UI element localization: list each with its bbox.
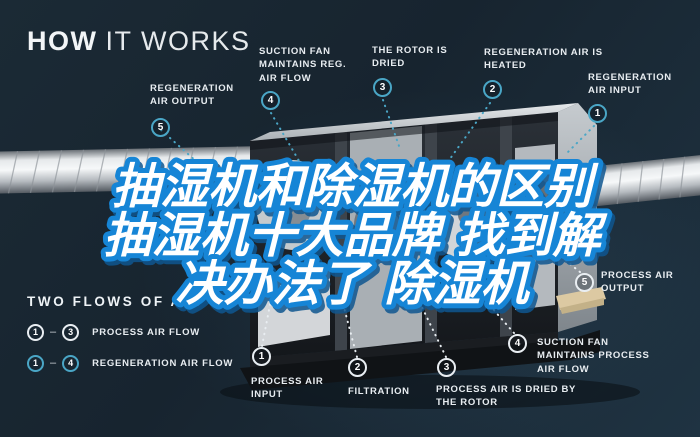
badge-number: 1: [258, 351, 265, 362]
callout-badge-process-2: 2: [348, 358, 367, 377]
callout-badge-regen-3: 3: [373, 78, 392, 97]
callout-badge-regen-1: 1: [588, 104, 607, 123]
badge-number: 2: [354, 362, 361, 373]
callout-badge-regen-4: 4: [261, 91, 280, 110]
badge-number: 2: [489, 84, 496, 95]
callout-badge-process-4: 4: [508, 334, 527, 353]
legend-heading: TWO FLOWS OF AIR: [27, 294, 202, 309]
badge-number: 1: [32, 327, 38, 337]
legend-label-regeneration-air-flow: REGENERATION AIR FLOW: [92, 357, 234, 369]
badge-number: 3: [443, 362, 450, 373]
callout-label-process-air-input: PROCESS AIR INPUT: [251, 376, 324, 401]
legend-row-regeneration: 1 – 4 REGENERATION AIR FLOW: [27, 354, 233, 372]
badge-number: 4: [68, 358, 74, 368]
legend-two-flows: TWO FLOWS OF AIR 1 – 3 PROCESS AIR FLOW …: [27, 294, 233, 385]
legend-badge-to: 3: [62, 323, 80, 341]
headline-line-1: 抽湿机和除湿机的区别: [112, 159, 599, 215]
badge-number: 1: [32, 358, 38, 368]
left-duct: [0, 146, 255, 194]
legend-row-process: 1 – 3 PROCESS AIR FLOW: [27, 323, 233, 341]
callout-label-regeneration-air-input: REGENERATION AIR INPUT: [588, 72, 672, 97]
legend-range-dash: –: [50, 326, 57, 338]
legend-label-process-air-flow: PROCESS AIR FLOW: [92, 326, 200, 338]
legend-badge-from: 1: [27, 354, 44, 372]
callout-badge-regen-2: 2: [483, 80, 502, 99]
badge-number: 4: [267, 95, 274, 106]
headline-line-2: 抽湿机十大品牌 找到解: [104, 208, 609, 264]
badge-number: 3: [68, 327, 74, 337]
legend-badge-from: 1: [27, 323, 44, 341]
callout-label-suction-fan-reg: SUCTION FAN MAINTAINS REG. AIR FLOW: [259, 46, 347, 84]
callout-label-filtration: FILTRATION: [348, 386, 410, 397]
callout-badge-process-1: 1: [252, 347, 271, 366]
callout-label-process-air-dried: PROCESS AIR IS DRIED BY THE ROTOR: [436, 384, 576, 409]
right-duct: [580, 154, 700, 208]
badge-number: 1: [594, 108, 601, 119]
badge-number: 5: [157, 122, 164, 133]
callout-label-regeneration-air-output: REGENERATION AIR OUTPUT: [150, 83, 234, 108]
legend-badge-to: 4: [62, 354, 80, 372]
callout-badge-process-3: 3: [437, 358, 456, 377]
page-title-bold: HOW: [27, 26, 98, 56]
callout-label-rotor-dried: THE ROTOR IS DRIED: [372, 45, 448, 70]
callout-badge-process-5: 5: [575, 273, 594, 292]
badge-number: 3: [379, 82, 386, 93]
legend-range-dash: –: [50, 357, 57, 369]
callout-badge-regen-5: 5: [151, 118, 170, 137]
badge-number: 4: [514, 338, 521, 349]
badge-number: 5: [581, 277, 588, 288]
callout-label-regeneration-air-heated: REGENERATION AIR IS HEATED: [484, 47, 603, 72]
callout-label-process-air-output: PROCESS AIR OUTPUT: [601, 270, 674, 295]
page-title-light: IT WORKS: [105, 26, 251, 56]
callout-label-suction-fan-process: SUCTION FAN MAINTAINS PROCESS AIR FLOW: [537, 337, 650, 375]
